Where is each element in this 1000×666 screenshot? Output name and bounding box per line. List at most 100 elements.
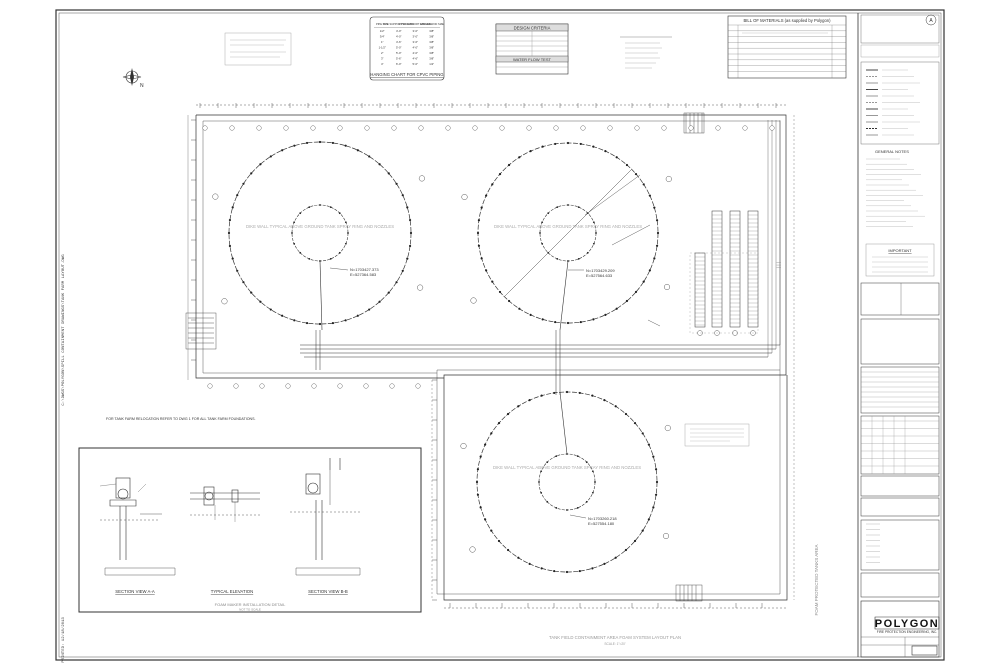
callout-bubble	[663, 533, 670, 540]
print-stamp-text: PRINTED: 12/18/2013	[61, 617, 66, 663]
inner-nozzle	[291, 232, 293, 234]
spray-nozzle	[344, 319, 347, 322]
spray-nozzle	[647, 518, 650, 521]
inner-nozzle	[592, 221, 595, 224]
svg-text:A: A	[929, 18, 933, 24]
spray-nozzle	[228, 244, 232, 248]
hanging-chart-cell: 3/8"	[429, 51, 434, 55]
file-path-text: C:\DWGS\POLYGON\SPILL CONTAINMENT DRAWIN…	[61, 254, 66, 406]
spray-nozzle	[356, 314, 359, 317]
spray-nozzle	[305, 141, 309, 145]
right-notes-column: A GENERAL NOTES IMPORTANT	[857, 13, 940, 657]
detail-scale: NOT TO SCALE	[239, 608, 261, 612]
bill-of-materials: BILL OF MATERIALS (as supplied by Polygo…	[727, 15, 847, 79]
design-criteria-title: DESIGN CRITERIA	[514, 26, 551, 31]
spray-nozzle	[641, 529, 644, 532]
side-vertical-label: FOAM PROTECTED TANKS AREA	[814, 544, 819, 615]
spray-nozzle	[517, 556, 520, 559]
spray-nozzle	[541, 318, 544, 321]
stair-left-icon	[185, 312, 217, 350]
spray-nozzle	[281, 149, 284, 152]
spray-nozzle	[401, 194, 404, 197]
inner-nozzle	[329, 257, 332, 260]
spray-nozzle	[633, 539, 637, 543]
grid-bubble	[229, 125, 235, 131]
equipment-racks	[689, 210, 759, 336]
sheet-border	[55, 9, 945, 661]
grid-bubble	[283, 125, 289, 131]
grid-bubble	[337, 125, 343, 131]
inner-nozzle	[329, 206, 332, 209]
grid-bubble	[607, 125, 613, 131]
tank-3	[460, 390, 671, 574]
inner-nozzle	[591, 470, 594, 473]
polygon-logo-text: POLYGON	[875, 618, 940, 630]
stair-top-right-icon	[683, 112, 705, 134]
spray-nozzle	[652, 455, 655, 458]
equipment-rack	[729, 210, 741, 328]
callout-bubble	[665, 175, 672, 182]
grid-bubble	[207, 383, 213, 389]
callout-bubble	[417, 284, 424, 291]
hanging-chart-cell: 3'-0"	[412, 29, 418, 33]
callout-bubble	[469, 546, 476, 553]
grid-bubble	[742, 125, 748, 131]
rack-vertical-label: | | |	[776, 262, 781, 268]
spray-nozzle	[615, 307, 618, 310]
spray-nozzle	[293, 319, 296, 322]
spray-nozzle	[409, 231, 413, 235]
hanging-chart-cell: 3/8"	[429, 57, 434, 61]
inner-nozzle	[299, 251, 302, 254]
hanging-chart-cell: 4'-0"	[412, 51, 418, 55]
spray-nozzle	[540, 394, 543, 397]
equipment-rack	[694, 252, 706, 328]
spray-nozzle	[250, 172, 253, 175]
grid-bubble	[472, 125, 478, 131]
spray-nozzle	[604, 150, 607, 153]
spray-nozzle	[484, 443, 487, 446]
inner-nozzle	[547, 212, 550, 215]
inner-nozzle	[567, 204, 569, 206]
tank-shell	[228, 141, 412, 325]
spray-nozzle	[387, 291, 390, 294]
revision-mark-icon: A	[925, 14, 937, 26]
spray-nozzle	[615, 156, 618, 159]
left-plan-note: FOR TANK FARM RELOCATION REFER TO DWG 1 …	[106, 417, 256, 421]
callout-bubble	[460, 443, 467, 450]
inner-nozzle	[344, 221, 347, 224]
inner-nozzle	[585, 461, 588, 464]
spray-nozzle	[344, 144, 347, 147]
design-criteria-box: DESIGN CRITERIA WATER FLOW TEST	[495, 23, 569, 75]
grid-bubble	[364, 125, 370, 131]
spray-nozzle	[641, 432, 644, 435]
hanging-chart-cell: 3/8"	[429, 46, 434, 50]
spray-nozzle	[565, 390, 569, 394]
hanging-chart-cell: 3/8"	[429, 35, 434, 39]
section-b-b-title: SECTION VIEW B-B	[308, 589, 348, 594]
spray-nozzle	[614, 556, 617, 559]
tank-1-label: DIKE WALL TYPICAL ABOVE GROUND TANK SPRA…	[246, 224, 394, 229]
grid-bubble	[661, 125, 667, 131]
spray-nozzle	[490, 529, 493, 532]
hanging-chart-cell: 6'-0"	[396, 62, 402, 66]
spray-nozzle	[634, 172, 638, 176]
mid-note-box	[684, 423, 750, 447]
spray-nozzle	[318, 140, 322, 144]
spray-nozzle	[387, 172, 390, 175]
tanks-layer	[212, 140, 672, 574]
inner-nozzle	[585, 500, 588, 503]
spray-nozzle	[484, 518, 487, 521]
section-b-b-drawing	[290, 458, 361, 576]
pipe-corridor	[300, 120, 781, 395]
grid-bubble	[553, 125, 559, 131]
spray-nozzle	[231, 206, 234, 209]
spray-nozzle	[653, 206, 656, 209]
stair-bottom-right-icon	[675, 584, 703, 602]
equipment-rack	[747, 210, 759, 328]
callout-bubble	[461, 193, 468, 200]
detail-caption: FOAM MAKER INSTALLATION DETAIL	[215, 602, 286, 607]
spray-nozzle	[654, 493, 658, 496]
